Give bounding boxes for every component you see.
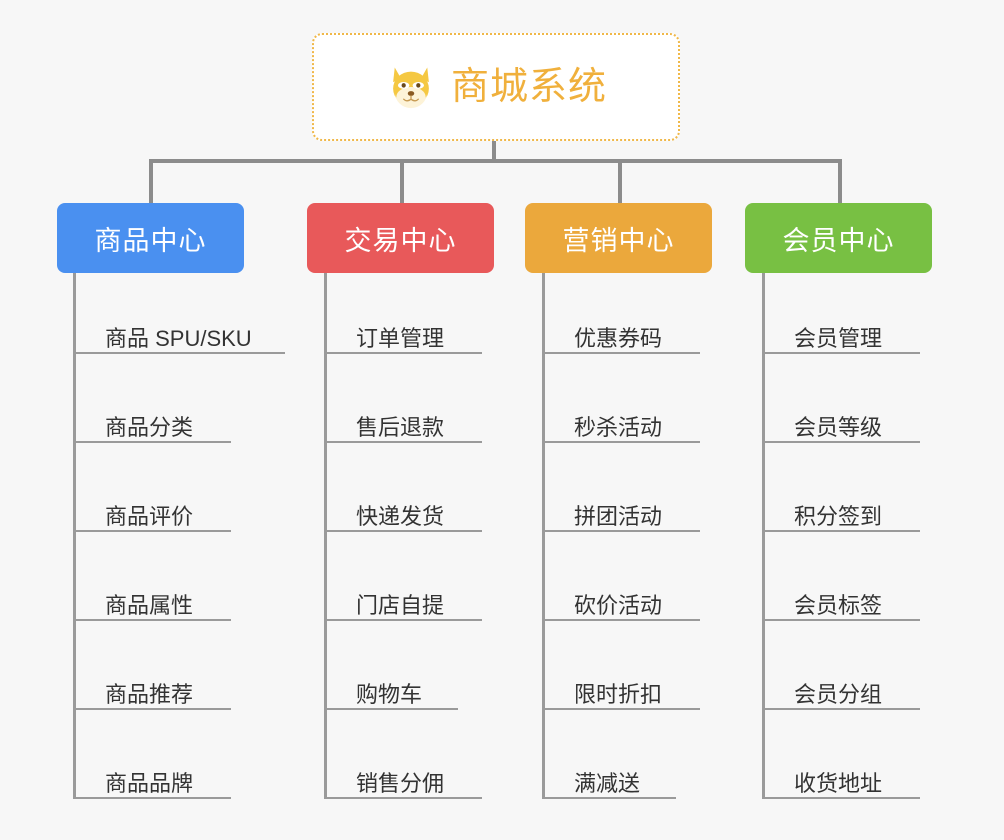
leaf-item-label: 收货地址 [794, 770, 883, 796]
leaf-item[interactable]: 售后退款 [324, 399, 482, 443]
leaf-item-label: 会员标签 [794, 592, 883, 618]
category-label: 会员中心 [782, 225, 895, 256]
leaf-item-label: 订单管理 [356, 325, 445, 351]
category-stem-4 [762, 273, 765, 799]
leaf-item-label: 商品 SPU/SKU [105, 325, 252, 351]
leaf-item-label: 会员等级 [794, 414, 883, 440]
category-label: 商品中心 [94, 225, 207, 256]
leaf-item-label: 商品推荐 [105, 681, 194, 707]
category-label: 交易中心 [344, 225, 457, 256]
leaf-item-label: 门店自提 [356, 592, 445, 618]
root-title: 商城系统 [450, 66, 607, 108]
category-stem-3 [542, 273, 545, 799]
category-box-2[interactable]: 交易中心 [307, 203, 494, 273]
leaf-item[interactable]: 商品 SPU/SKU [73, 310, 285, 354]
leaf-item-label: 限时折扣 [574, 681, 663, 707]
leaf-item[interactable]: 订单管理 [324, 310, 482, 354]
leaf-item[interactable]: 商品品牌 [73, 755, 231, 799]
leaf-item[interactable]: 快递发货 [324, 488, 482, 532]
leaf-item-label: 销售分佣 [356, 770, 445, 796]
leaf-item-label: 售后退款 [356, 414, 445, 440]
category-stem-2 [324, 273, 327, 799]
leaf-item[interactable]: 拼团活动 [542, 488, 700, 532]
leaf-item[interactable]: 门店自提 [324, 577, 482, 621]
leaf-item[interactable]: 商品推荐 [73, 666, 231, 710]
leaf-item-label: 砍价活动 [574, 592, 663, 618]
leaf-item-label: 会员分组 [794, 681, 883, 707]
leaf-item-label: 快递发货 [356, 503, 445, 529]
leaf-item-label: 商品分类 [105, 414, 194, 440]
category-box-1[interactable]: 商品中心 [57, 203, 244, 273]
leaf-item[interactable]: 秒杀活动 [542, 399, 700, 443]
leaf-item[interactable]: 砍价活动 [542, 577, 700, 621]
leaf-item-label: 会员管理 [794, 325, 883, 351]
leaf-item[interactable]: 收货地址 [762, 755, 920, 799]
drop-connector-4 [838, 159, 842, 205]
leaf-item-label: 商品属性 [105, 592, 194, 618]
leaf-item[interactable]: 商品评价 [73, 488, 231, 532]
leaf-item[interactable]: 优惠券码 [542, 310, 700, 354]
horizontal-bus-connector [149, 159, 842, 163]
leaf-item-label: 商品品牌 [105, 770, 194, 796]
category-label: 营销中心 [562, 225, 675, 256]
drop-connector-1 [149, 159, 153, 205]
drop-connector-2 [400, 159, 404, 205]
leaf-item[interactable]: 满减送 [542, 755, 676, 799]
category-stem-1 [73, 273, 76, 799]
leaf-item-label: 秒杀活动 [574, 414, 663, 440]
leaf-item-label: 拼团活动 [574, 503, 663, 529]
leaf-item-label: 优惠券码 [574, 325, 663, 351]
leaf-item[interactable]: 积分签到 [762, 488, 920, 532]
leaf-item[interactable]: 商品属性 [73, 577, 231, 621]
root-node[interactable]: 商城系统 [312, 33, 680, 141]
leaf-item-label: 积分签到 [794, 503, 883, 529]
leaf-item[interactable]: 限时折扣 [542, 666, 700, 710]
leaf-item[interactable]: 会员分组 [762, 666, 920, 710]
leaf-item-label: 购物车 [356, 681, 423, 707]
root-stem-connector [492, 141, 496, 163]
leaf-item[interactable]: 购物车 [324, 666, 458, 710]
leaf-item[interactable]: 会员标签 [762, 577, 920, 621]
drop-connector-3 [618, 159, 622, 205]
leaf-item[interactable]: 会员管理 [762, 310, 920, 354]
leaf-item-label: 商品评价 [105, 503, 194, 529]
category-box-3[interactable]: 营销中心 [525, 203, 712, 273]
shiba-dog-icon [393, 67, 429, 109]
category-box-4[interactable]: 会员中心 [745, 203, 932, 273]
leaf-item[interactable]: 会员等级 [762, 399, 920, 443]
leaf-item[interactable]: 销售分佣 [324, 755, 482, 799]
leaf-item[interactable]: 商品分类 [73, 399, 231, 443]
leaf-item-label: 满减送 [574, 770, 641, 796]
